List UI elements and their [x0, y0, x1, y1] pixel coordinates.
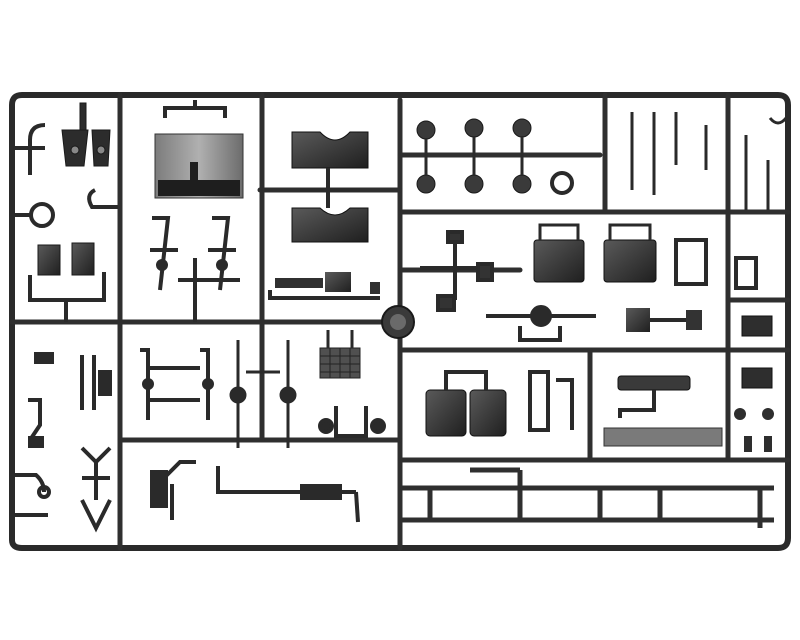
leaf-spring-part-right: [208, 216, 236, 291]
bracket-arm-part: [150, 460, 196, 520]
handwheel-part: [14, 202, 55, 228]
badge-plate-part: [34, 352, 54, 364]
leaf-spring-part-left: [150, 216, 178, 291]
chassis-rail-part: [402, 467, 774, 528]
pedal-part: [28, 398, 44, 448]
propeller-shaft-part: [229, 340, 297, 448]
wheel-hub-part: [550, 171, 574, 195]
valve-runner: [424, 137, 524, 175]
fender-upper-part: [291, 131, 369, 169]
seat-bracket-runner: [28, 272, 106, 322]
step-frame-part: [528, 370, 574, 432]
small-crank-part: [87, 188, 118, 209]
small-box-part: [626, 308, 702, 332]
spring-runner: [178, 258, 240, 322]
clamp-part: [80, 446, 112, 533]
engine-block-part: [268, 272, 380, 300]
hook-part: [14, 123, 46, 175]
valve-discs-part: [416, 118, 532, 194]
fuel-tank-right-part: [603, 239, 657, 283]
t-joint-part: [420, 230, 494, 312]
small-nuts-part: [734, 408, 774, 452]
plate-part-right: [741, 315, 773, 337]
seat-cushion-part: [425, 389, 507, 437]
spring-assembly-part: [140, 348, 214, 420]
linkage-part: [318, 406, 386, 438]
long-rod-part: [216, 466, 360, 523]
ladder-frame-part: [80, 355, 112, 410]
plate-part-lower-right: [741, 367, 773, 389]
seat-brackets: [37, 242, 95, 276]
axle-part: [486, 305, 596, 342]
running-board-part: [603, 427, 723, 447]
grille-panel-part: [154, 100, 244, 199]
fuel-tank-left-part: [533, 239, 585, 283]
lever-bracket-part: [61, 102, 111, 167]
ring-part: [14, 473, 51, 517]
tank-runner: [538, 223, 652, 240]
sprue-frame: [9, 92, 791, 551]
bracket-frame-part: [674, 238, 758, 290]
radiator-grid-part: [319, 330, 361, 379]
fender-runner: [300, 168, 360, 208]
dashboard-part: [617, 375, 691, 418]
rod-parts: [630, 112, 788, 210]
fender-lower-part: [291, 207, 369, 243]
seat-runner: [444, 370, 488, 390]
sprue-gate-hub: [381, 305, 415, 339]
